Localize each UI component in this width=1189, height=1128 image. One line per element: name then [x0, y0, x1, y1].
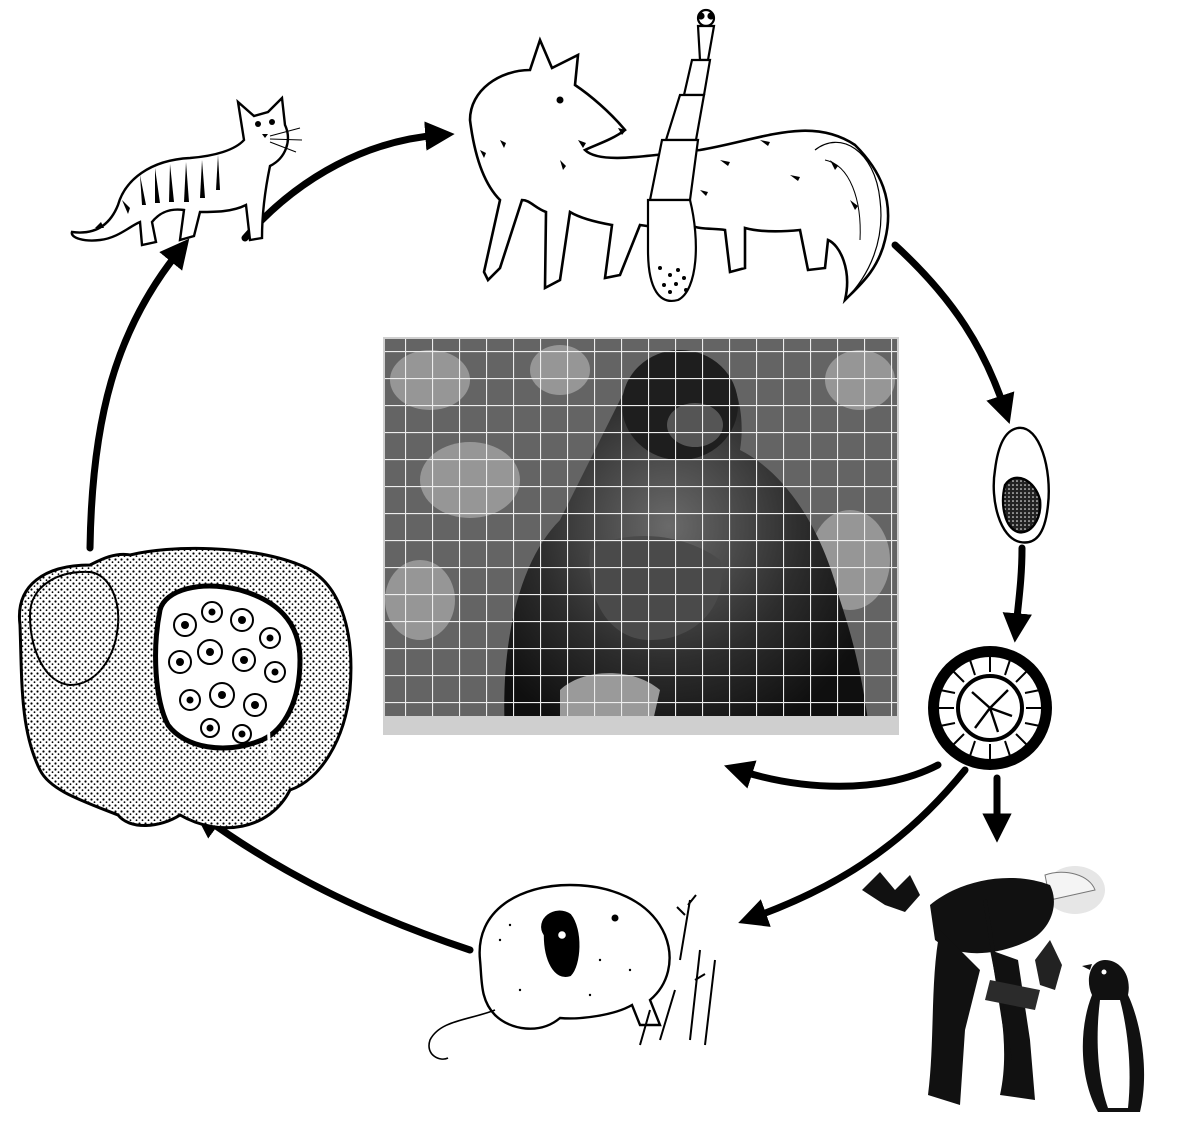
arrow-liver-to-cat [90, 250, 180, 548]
arrow-proglottid-to-egg [1016, 548, 1022, 628]
arrow-fox-to-proglottid [895, 245, 1005, 410]
cat-icon [72, 98, 302, 245]
gardener-penguin-photo [862, 866, 1144, 1112]
gorilla-photo [384, 338, 898, 734]
arrow-egg-to-rodent [752, 770, 965, 918]
egg-icon [928, 646, 1052, 770]
arrow-egg-to-gorilla [738, 765, 938, 786]
proglottid-icon [994, 428, 1049, 543]
liver-cyst-icon [19, 548, 350, 827]
arrow-rodent-to-liver [205, 818, 470, 950]
rodent-icon [429, 885, 715, 1059]
